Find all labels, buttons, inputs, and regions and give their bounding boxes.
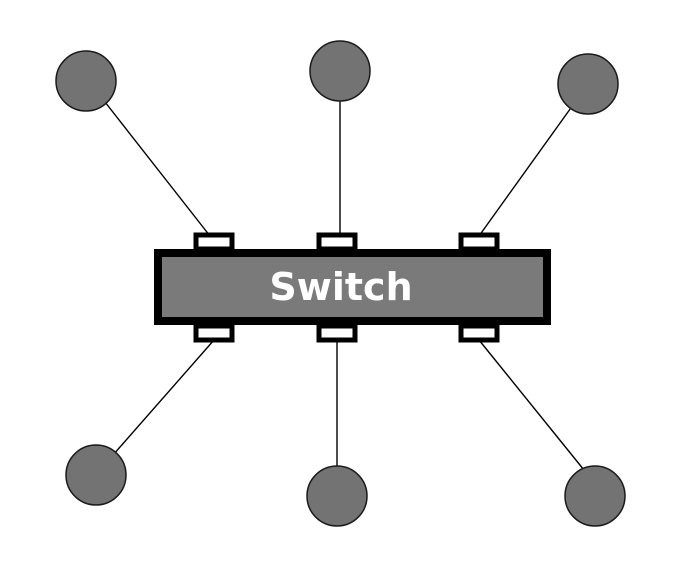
node-top-right <box>557 53 619 115</box>
port-top-center <box>316 232 358 252</box>
link-top-left <box>104 101 211 237</box>
connections <box>104 100 585 471</box>
link-bottom-left <box>112 339 215 456</box>
port-bottom-right <box>458 323 500 343</box>
switch-label: Switch <box>269 265 412 309</box>
node-bottom-right <box>564 465 626 527</box>
switch-body <box>154 249 551 325</box>
port-bottom-center <box>316 323 358 343</box>
nodes <box>55 40 626 527</box>
node-top-center <box>309 40 371 102</box>
port-top-left <box>193 232 235 252</box>
switch: Switch <box>154 232 551 343</box>
link-top-right <box>478 104 574 237</box>
port-bottom-left <box>193 323 235 343</box>
node-bottom-left <box>65 444 127 506</box>
node-bottom-center <box>306 465 368 527</box>
node-top-left <box>55 50 117 112</box>
port-top-right <box>458 232 500 252</box>
link-bottom-right <box>478 339 585 471</box>
